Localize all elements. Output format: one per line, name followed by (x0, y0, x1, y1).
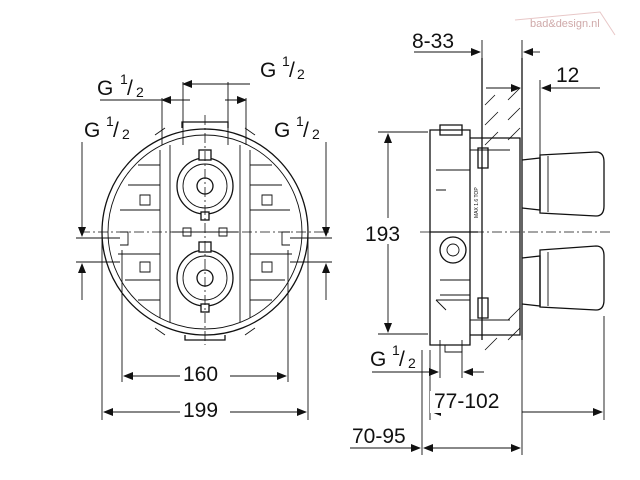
svg-text:/: / (399, 348, 405, 371)
dim-g-left-lower: G 1 / 2 (76, 113, 130, 300)
dim-70-95: 70-95 (350, 340, 523, 455)
g-left-lower-sup: 1 (106, 113, 114, 129)
dim-g-right: G 1 / 2 (274, 113, 332, 300)
g-top-base: G (260, 59, 276, 82)
dim-8-33: 8-33 (412, 30, 540, 58)
dim-12-value: 12 (556, 64, 579, 87)
svg-text:/: / (303, 119, 309, 142)
g-left-sup: 1 (120, 71, 128, 87)
dim-160: 160 (121, 250, 289, 386)
g-right-base: G (274, 119, 290, 142)
g-left-lower-sub: 2 (122, 126, 130, 142)
dim-g-left: G 1 / 2 (97, 71, 247, 145)
g-bottom-base: G (370, 348, 386, 371)
side-view: MAX 1.6 TOP 8-33 (350, 30, 610, 455)
watermark: bad&design.nl (514, 11, 616, 36)
g-bottom-sup: 1 (392, 342, 400, 358)
g-top-sub: 2 (297, 66, 305, 82)
g-left-lower-base: G (84, 119, 100, 142)
dim-193: 193 (360, 131, 428, 335)
dim-12: 12 (486, 64, 600, 155)
dim-193-value: 193 (365, 223, 400, 246)
dim-8-33-value: 8-33 (412, 30, 454, 53)
svg-text:/: / (113, 119, 119, 142)
svg-text:/: / (289, 59, 295, 82)
dim-g-bottom: G 1 / 2 (370, 340, 484, 378)
dim-g-top: G 1 / 2 (182, 53, 305, 145)
dim-70-95-value: 70-95 (352, 425, 406, 448)
dim-77-102-value: 77-102 (434, 390, 499, 413)
dim-160-value: 160 (183, 363, 218, 386)
housing-ribs (118, 145, 292, 322)
g-left-base: G (97, 77, 113, 100)
valve-body: MAX 1.6 TOP (429, 124, 521, 353)
watermark-text: bad&design.nl (530, 18, 600, 30)
dim-77-102: 77-102 (429, 316, 605, 420)
g-top-sup: 1 (282, 53, 290, 69)
g-left-sub: 2 (136, 84, 144, 100)
g-right-sup: 1 (296, 113, 304, 129)
lower-handle (521, 245, 605, 311)
body-marking: MAX 1.6 TOP (474, 187, 480, 218)
dim-199: 199 (101, 232, 309, 422)
wall-section (481, 58, 523, 351)
g-right-sub: 2 (312, 126, 320, 142)
upper-handle (521, 151, 605, 217)
g-bottom-sub: 2 (408, 355, 416, 371)
dim-199-value: 199 (183, 399, 218, 422)
svg-text:/: / (127, 77, 133, 100)
front-view: G 1 / 2 G 1 / 2 G 1 / 2 (76, 53, 332, 422)
